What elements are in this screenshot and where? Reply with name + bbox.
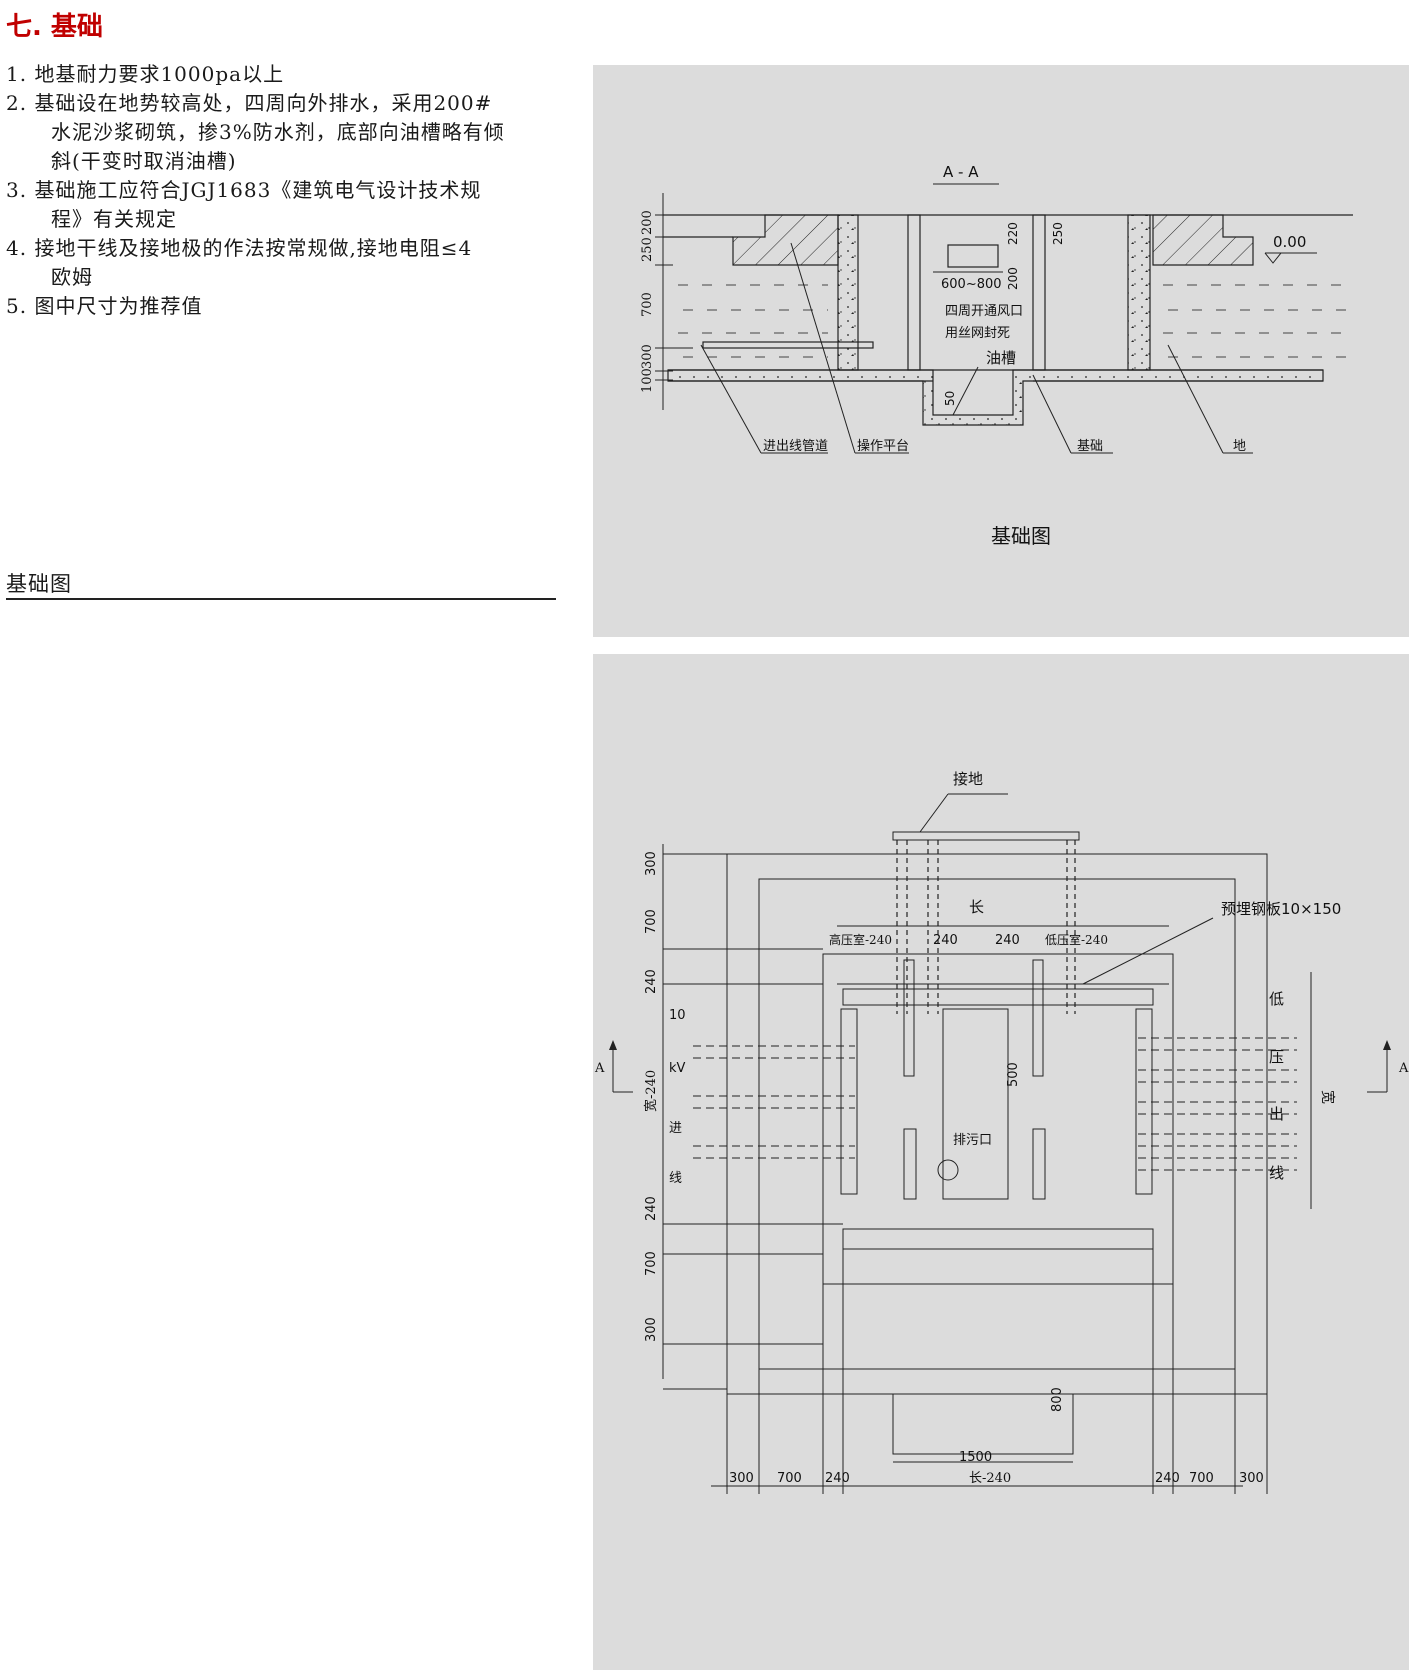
wall-right <box>1127 214 1151 371</box>
note-1: 1. 地基耐力要求1000pa以上 <box>6 62 285 86</box>
hatch-right <box>1152 214 1254 266</box>
dim-left-250: 250 <box>640 237 655 262</box>
section-heading: 七. 基础 <box>6 12 103 42</box>
dim-600-800: 600~800 <box>941 277 1002 292</box>
dim-left-200: 200 <box>640 210 655 235</box>
lv-out-chu: 出 <box>1269 1105 1284 1123</box>
note-2: 2. 基础设在地势较高处，四周向外排水，采用200# 水泥沙浆砌筑，掺3%防水剂… <box>6 91 505 173</box>
section-title: A - A <box>943 163 979 181</box>
leader-lines <box>700 242 1253 454</box>
svg-text:A: A <box>1398 1061 1409 1076</box>
soil-symbols <box>678 284 1353 358</box>
drain-icon <box>937 1159 959 1181</box>
section-mark-left: A <box>594 1040 633 1093</box>
note-4: 4. 接地干线及接地极的作法按常规做,接地电阻≤4 欧姆 <box>6 236 473 289</box>
bottom-dim-length-240: 长-240 <box>969 1471 1011 1486</box>
plan-view-drawing: 接地 长 预埋钢板10×150 高压室-240 240 240 低压室-240 … <box>594 770 1409 1494</box>
bottom-dim-300-right: 300 <box>1239 1471 1264 1486</box>
caption-underline <box>6 598 556 600</box>
section-mark-right: A <box>1367 1040 1409 1093</box>
label-cable-pipe: 进出线管道 <box>763 439 828 454</box>
dim-200: 200 <box>1006 267 1020 290</box>
lv-out-ya: 压 <box>1269 1048 1284 1066</box>
plan-dim-240-top: 240 <box>644 969 659 994</box>
level-label: 0.00 <box>1273 233 1306 251</box>
plan-dim-300-bottom: 300 <box>644 1317 659 1342</box>
notes-list: 1. 地基耐力要求1000pa以上 2. 基础设在地势较高处，四周向外排水，采用… <box>6 60 566 321</box>
hv-pipes <box>693 1045 855 1159</box>
hv-in-xian: 线 <box>669 1171 682 1186</box>
lv-out-xian: 线 <box>1269 1164 1284 1182</box>
wall-left <box>837 214 859 371</box>
grounding-dashes <box>896 840 1076 1014</box>
length-label: 长 <box>969 898 984 916</box>
section-caption: 基础图 <box>991 524 1051 548</box>
plan-dim-300-top: 300 <box>644 851 659 876</box>
width-label: 宽 <box>1319 1090 1336 1104</box>
section-drawing-panel: A - A 200 250 700 300 100 <box>593 65 1409 637</box>
dim-220: 220 <box>1006 222 1020 245</box>
oil-tank-label: 油槽 <box>986 349 1016 367</box>
level-marker: 0.00 <box>1264 233 1317 264</box>
figure-caption-left: 基础图 <box>6 572 72 596</box>
dim-250-right: 250 <box>1051 222 1065 245</box>
grounding-label: 接地 <box>953 770 983 788</box>
bottom-dim-700-right: 700 <box>1189 1471 1214 1486</box>
note-5: 5. 图中尺寸为推荐值 <box>6 294 203 318</box>
hatch-left <box>732 214 839 266</box>
hv-in-10: 10 <box>669 1008 686 1023</box>
bottom-dim-700-left: 700 <box>777 1471 802 1486</box>
label-ground: 地 <box>1233 439 1246 454</box>
plan-dim-width-240: 宽-240 <box>643 1070 659 1112</box>
label-platform: 操作平台 <box>857 438 909 454</box>
svg-text:A: A <box>594 1061 605 1076</box>
dim-left-300: 300 <box>640 344 655 369</box>
lv-out-di: 低 <box>1269 990 1284 1008</box>
bottom-dim-300-left: 300 <box>729 1471 754 1486</box>
bottom-dim-240-right: 240 <box>1155 1471 1180 1486</box>
lv-room-label: 低压室-240 <box>1045 932 1108 947</box>
plan-outlines <box>663 831 1268 1455</box>
vent-note-2: 用丝网封死 <box>945 326 1010 341</box>
lv-pipes <box>1138 1037 1297 1171</box>
hv-in-jin: 进 <box>669 1121 682 1136</box>
bottom-dim-240-left: 240 <box>825 1471 850 1486</box>
dim-500: 500 <box>1006 1062 1021 1087</box>
drain-label: 排污口 <box>953 1133 992 1148</box>
section-aa-drawing: A - A 200 250 700 300 100 <box>640 163 1353 548</box>
plan-dim-700-bottom: 700 <box>644 1251 659 1276</box>
note-3: 3. 基础施工应符合JGJ1683《建筑电气设计技术规 程》有关规定 <box>6 178 482 231</box>
dim-50: 50 <box>943 391 957 406</box>
dim-240-a: 240 <box>933 933 958 948</box>
dim-800: 800 <box>1050 1387 1065 1412</box>
base-slab <box>667 369 1324 426</box>
plan-dim-700-top: 700 <box>644 909 659 934</box>
vent-note-1: 四周开通风口 <box>945 304 1023 319</box>
hv-in-kv: kV <box>669 1061 686 1076</box>
embedded-plate-label: 预埋钢板10×150 <box>1221 900 1341 918</box>
cable-pipe <box>702 341 874 349</box>
hv-room-label: 高压室-240 <box>829 932 892 947</box>
bottom-dim-ticks <box>726 1249 1268 1494</box>
label-foundation: 基础 <box>1077 439 1103 454</box>
plan-drawing-panel: 接地 长 预埋钢板10×150 高压室-240 240 240 低压室-240 … <box>593 654 1409 1670</box>
plan-dim-240-bottom: 240 <box>644 1196 659 1221</box>
dim-left-100: 100 <box>640 368 655 393</box>
dim-240-b: 240 <box>995 933 1020 948</box>
dim-1500: 1500 <box>959 1450 992 1465</box>
dim-left-700: 700 <box>640 292 655 317</box>
